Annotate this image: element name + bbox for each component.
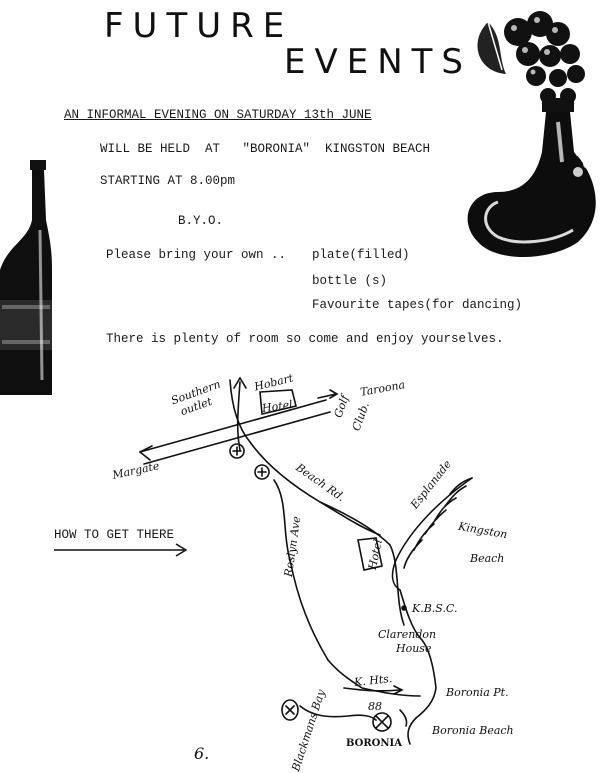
map-label-boronia-beach: Boronia Beach: [432, 724, 514, 737]
bring-item-bottle: bottle (s): [312, 274, 388, 288]
bring-item-plate: plate(filled): [312, 248, 410, 262]
directions-label: HOW TO GET THERE: [54, 528, 175, 542]
title-future: FUTURE: [104, 6, 294, 46]
wine-decanter-illustration: [467, 11, 596, 258]
invitation-headline: AN INFORMAL EVENING ON SATURDAY 13th JUN…: [64, 108, 372, 122]
closing-line: There is plenty of room so come and enjo…: [106, 332, 504, 346]
map-label-boronia: BORONIA: [346, 738, 402, 749]
byo-note: B.Y.O.: [178, 214, 224, 228]
map-label-clarendon-house-2: House: [396, 642, 432, 655]
map-label-kingston-beach-2: Beach: [470, 552, 505, 565]
bring-item-tapes: Favourite tapes(for dancing): [312, 298, 523, 312]
title-events: EVENTS: [284, 42, 473, 82]
bottle-illustration: [0, 160, 52, 395]
bring-intro: Please bring your own ..: [106, 248, 287, 262]
start-time-line: STARTING AT 8.00pm: [100, 174, 236, 188]
page-number: 6.: [194, 744, 210, 763]
map-label-kbsc: K.B.S.C.: [412, 602, 458, 615]
hand-drawn-map: [139, 376, 473, 745]
venue-line: WILL BE HELD AT "BORONIA" KINGSTON BEACH: [100, 142, 431, 156]
map-label-boronia-pt: Boronia Pt.: [446, 686, 509, 699]
map-label-clarendon-house: Clarendon: [378, 628, 437, 641]
map-label-route-88: 88: [368, 700, 382, 713]
directions-arrow-icon: [54, 543, 188, 557]
